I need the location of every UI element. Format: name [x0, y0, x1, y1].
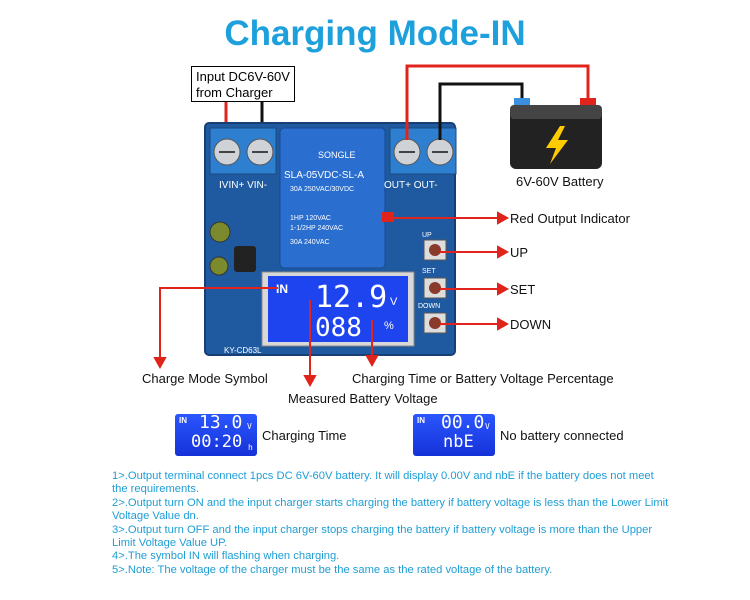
- board-label-set: SET: [422, 268, 436, 275]
- relay-line-1: SLA-05VDC-SL-A: [284, 170, 364, 181]
- relay: [279, 127, 386, 269]
- notes-list: 1>.Output terminal connect 1pcs DC 6V-60…: [112, 470, 672, 577]
- relay-line-4: 1-1/2HP 240VAC: [290, 225, 343, 232]
- relay-line-5: 30A 240VAC: [290, 239, 330, 246]
- up-button: [429, 244, 441, 256]
- output-wire-black: [438, 82, 524, 140]
- output-terminal-block: [389, 127, 457, 175]
- callout-charge-mode: Charge Mode Symbol: [142, 371, 268, 386]
- relay-line-3: 1HP 120VAC: [290, 215, 331, 222]
- board-label-down: DOWN: [418, 303, 440, 310]
- lcd-screen: [268, 276, 408, 342]
- example-lcd-bottom-unit: h: [248, 443, 253, 452]
- note-1: 1>.Output terminal connect 1pcs DC 6V-60…: [112, 470, 654, 496]
- set-button: [429, 282, 441, 294]
- input-label-line2: from Charger: [196, 85, 273, 100]
- lcd-top-value: 12.9: [315, 280, 387, 315]
- inductor: [234, 246, 256, 272]
- capacitor-1: [209, 221, 231, 243]
- capacitor-2: [209, 256, 229, 276]
- note-4: 4>.The symbol IN will flashing when char…: [112, 550, 340, 563]
- board-model: KY-CD63L: [224, 346, 262, 355]
- page-title: Charging Mode-IN: [224, 14, 526, 53]
- battery-icon: [510, 98, 602, 169]
- lcd-top-unit: V: [390, 296, 398, 308]
- input-terminal-label: IVIN+ VIN-: [219, 180, 267, 191]
- input-terminal-block: [209, 127, 277, 175]
- example-lcd-no-battery: IN 00.0 V nbE: [413, 412, 495, 456]
- note-3: 3>.Output turn OFF and the input charger…: [112, 523, 653, 550]
- relay-line-0: SONGLE: [318, 150, 356, 160]
- relay-line-2: 30A 250VAC/30VDC: [290, 186, 354, 193]
- callout-charging-time-pct: Charging Time or Battery Voltage Percent…: [352, 371, 614, 386]
- example-lcd-bottom-2: nbE: [443, 432, 474, 452]
- example-lcd-in: IN: [179, 416, 187, 425]
- input-label-line1: Input DC6V-60V: [196, 69, 290, 84]
- red-led: [382, 212, 394, 222]
- example-lcd-top-2: 00.0: [441, 412, 485, 433]
- note-2: 2>.Output turn ON and the input charger …: [112, 496, 669, 523]
- callout-set: SET: [510, 282, 536, 297]
- callout-red-output: Red Output Indicator: [510, 211, 630, 226]
- note-5: 5>.Note: The voltage of the charger must…: [112, 563, 553, 576]
- down-button: [429, 317, 441, 329]
- callout-down: DOWN: [510, 317, 552, 332]
- output-wire-red: [405, 64, 590, 140]
- input-label-box: Input DC6V-60V from Charger: [191, 66, 295, 102]
- example-lcd-top-unit-2: V: [485, 422, 490, 431]
- lcd-bottom-unit: %: [384, 320, 394, 332]
- lcd-in-symbol: IN: [276, 282, 288, 296]
- output-terminal-label: OUT+ OUT-: [384, 180, 438, 191]
- callout-measured: Measured Battery Voltage: [288, 391, 438, 406]
- lcd-bottom-value: 088: [315, 313, 362, 343]
- example-caption-no-battery: No battery connected: [500, 428, 624, 443]
- example-lcd-in-2: IN: [417, 416, 425, 425]
- example-lcd-bottom: 00:20: [191, 432, 243, 452]
- example-caption-charging: Charging Time: [262, 428, 347, 443]
- battery-label: 6V-60V Battery: [516, 174, 604, 189]
- board-label-up: UP: [422, 232, 432, 239]
- example-lcd-charging: IN 13.0 V 00:20 h: [175, 412, 257, 456]
- example-lcd-top-unit: V: [247, 422, 252, 431]
- callout-up: UP: [510, 245, 529, 260]
- example-lcd-top: 13.0: [199, 412, 243, 433]
